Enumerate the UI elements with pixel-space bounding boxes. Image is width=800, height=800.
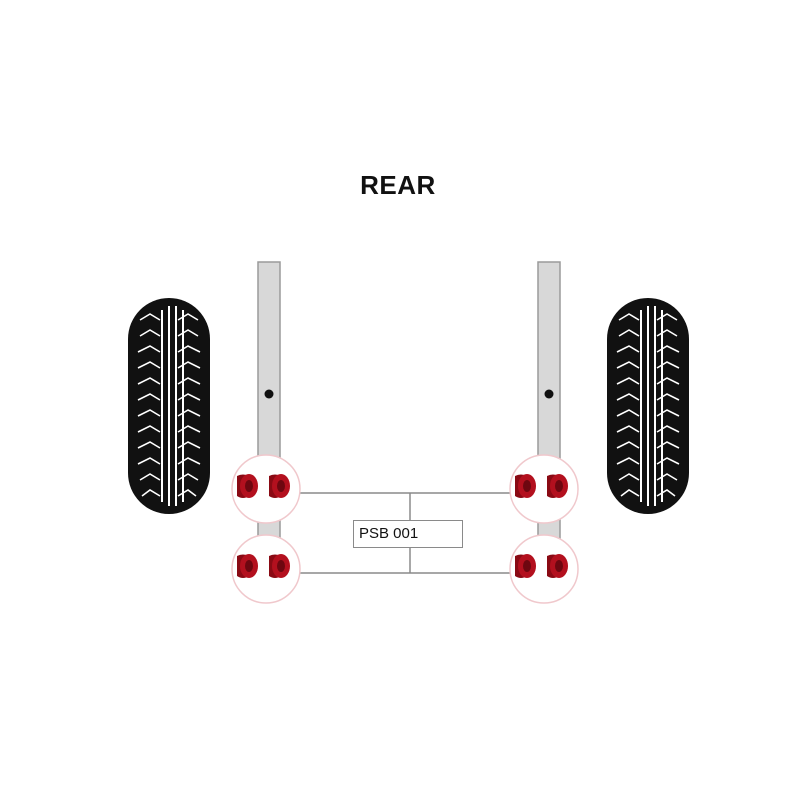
diagram-title: REAR bbox=[360, 170, 436, 200]
bush-icon bbox=[237, 474, 290, 498]
left-tyre-icon bbox=[128, 298, 210, 514]
bush-callout-top-left bbox=[231, 454, 301, 524]
bush-icon bbox=[515, 474, 568, 498]
bush-callout-bottom-right bbox=[509, 534, 579, 604]
bush-icon bbox=[515, 554, 568, 578]
right-rail-bolt-icon bbox=[544, 389, 554, 399]
left-rail-bolt-icon bbox=[264, 389, 274, 399]
bush-callout-top-right bbox=[509, 454, 579, 524]
bush-icon bbox=[237, 554, 290, 578]
bush-callout-bottom-left bbox=[231, 534, 301, 604]
part-number-label: PSB 001 bbox=[353, 520, 463, 548]
right-tyre-icon bbox=[607, 298, 689, 514]
